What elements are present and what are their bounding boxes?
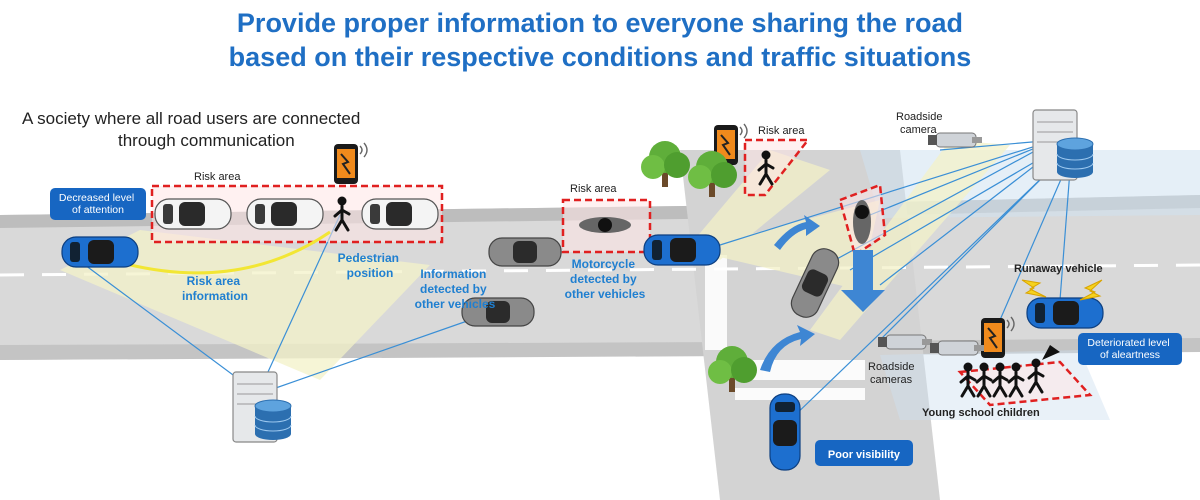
communication-links [84, 139, 1071, 421]
car-icon [61, 236, 139, 268]
car-icon [643, 234, 721, 266]
poor-visibility-badge: Poor visibility [815, 440, 913, 466]
motorcycle-icon [579, 200, 871, 244]
school-children-icon [959, 345, 1060, 398]
database-icon [1056, 137, 1094, 179]
young-school-children-label: Young school children [922, 407, 1040, 419]
car-icon [769, 393, 801, 471]
risk-area-label-top: Risk area [758, 125, 805, 137]
car-icon [246, 198, 324, 230]
information-detected-label: Information detected by other vehicles [415, 267, 496, 311]
arrow-icon [760, 215, 885, 372]
decreased-attention-badge: Decreased level of attention [50, 188, 146, 220]
runaway-vehicle-label: Runaway vehicle [1014, 263, 1103, 275]
svg-text:Poor visibility: Poor visibility [828, 449, 901, 461]
database-icon [254, 399, 292, 441]
lightning-icon [1021, 279, 1103, 301]
svg-text:Decreased level of atten: Decreased level of attention [59, 192, 137, 216]
svg-text:Deteriorated level of al: Deteriorated level of aleartness [1087, 337, 1172, 361]
roadside-cameras-label: Roadside cameras [868, 361, 918, 386]
subtitle-line-1: A society where all road users are conne… [22, 109, 361, 128]
title-line-1: Provide proper information to everyone s… [236, 8, 964, 38]
risk-area-label-left: Risk area [194, 171, 241, 183]
car-icon [1026, 297, 1104, 329]
risk-area-children [957, 360, 1093, 407]
deteriorated-alertness-badge: Deteriorated level of aleartness [1078, 333, 1182, 365]
tree-icon [641, 141, 690, 187]
page-title: Provide proper information to everyone s… [0, 6, 1200, 74]
subtitle: A society where all road users are conne… [22, 108, 442, 152]
camera-icon [929, 340, 985, 356]
server-icon [232, 371, 292, 443]
risk-area-label-mid: Risk area [570, 183, 617, 195]
title-line-2: based on their respective conditions and… [228, 42, 972, 72]
subtitle-line-2: through communication [118, 131, 295, 150]
car-icon [361, 198, 439, 230]
motorcycle-detected-label: Motorcycle detected by other vehicles [565, 257, 646, 301]
smartphone-icon [333, 142, 368, 185]
risk-areas [150, 138, 1093, 407]
car-icon [488, 237, 562, 267]
camera-icon [877, 334, 933, 350]
risk-area-information-label: Risk area information [182, 274, 248, 303]
roadside-camera-label: Roadside camera [896, 111, 946, 136]
server-icon [1032, 109, 1094, 181]
car-icon [154, 198, 232, 230]
pedestrian-position-label: Pedestrian position [338, 251, 403, 280]
